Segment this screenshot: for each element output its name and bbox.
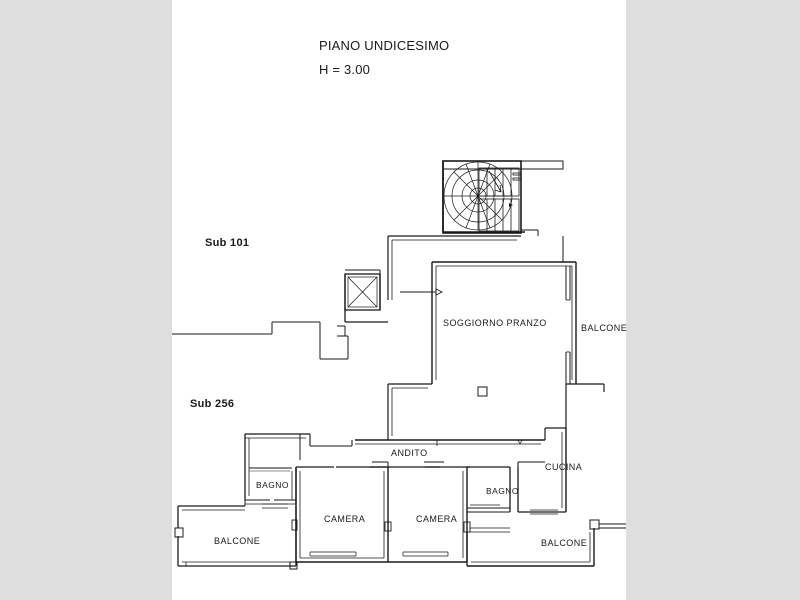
stairwell-structure [442, 160, 564, 234]
stair-to-apartment-wall [387, 230, 564, 300]
room-label-camera-est: CAMERA [416, 514, 458, 524]
room-label-soggiorno-pranzo: SOGGIORNO PRANZO [443, 318, 547, 328]
room-label-cucina: CUCINA [545, 462, 583, 472]
balcone-southeast-walls [466, 519, 626, 567]
room-label-balcone-sud: BALCONE [541, 538, 588, 548]
page-gutter-left [0, 0, 172, 600]
stair-winder [443, 161, 513, 231]
sub101-boundary [172, 321, 349, 360]
room-label-camera-ovest: CAMERA [324, 514, 366, 524]
soggiorno-walls [355, 261, 605, 445]
title-height-label: H = 3.00 [319, 62, 371, 77]
balcone-west-walls [174, 500, 298, 570]
room-label-balcone-ovest: BALCONE [214, 536, 261, 546]
andito-walls [244, 433, 353, 500]
bagno-east-walls [463, 466, 511, 533]
unit-label-sub-256: Sub 256 [190, 398, 235, 410]
room-label-andito: ANDITO [391, 448, 428, 458]
misc-details [436, 439, 523, 446]
walls-group [172, 160, 626, 570]
elevator-shaft [337, 269, 388, 336]
stair-direction-marks [488, 170, 522, 207]
room-label-bagno-ovest: BAGNO [256, 480, 289, 490]
room-label-balcone-est: BALCONE [581, 323, 628, 333]
unit-label-sub-101: Sub 101 [205, 237, 250, 249]
page-gutter-right [626, 0, 800, 600]
camera-west-walls [291, 461, 389, 563]
cucina-walls [517, 428, 567, 515]
camera-east-walls [384, 461, 470, 563]
room-label-bagno-est: BAGNO [486, 486, 519, 496]
title-floor-label: PIANO UNDICESIMO [319, 38, 450, 53]
